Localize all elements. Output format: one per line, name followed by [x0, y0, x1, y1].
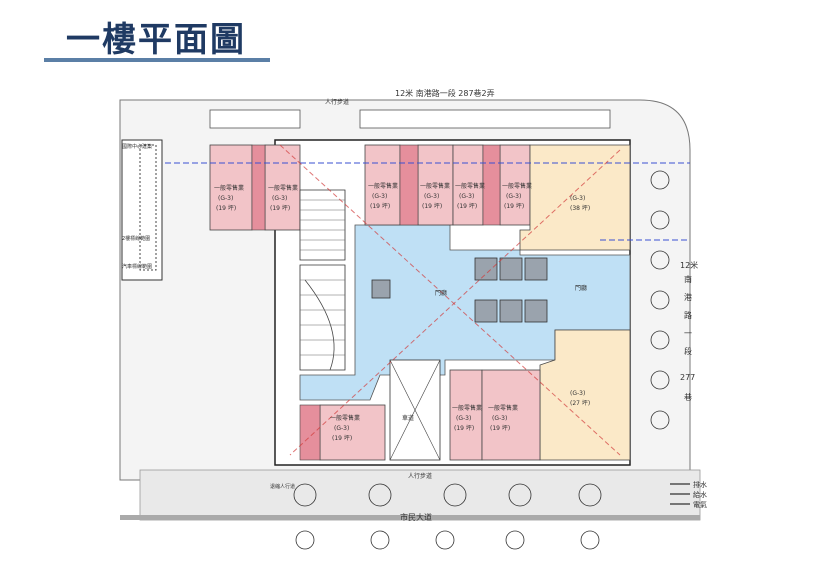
svg-text:(G-3): (G-3)	[570, 195, 585, 202]
svg-text:(G-3): (G-3)	[334, 425, 349, 432]
svg-text:南: 南	[684, 274, 692, 284]
svg-text:一般零售業: 一般零售業	[214, 184, 244, 192]
svg-text:巷: 巷	[684, 393, 692, 402]
svg-text:一般零售業: 一般零售業	[268, 184, 298, 192]
annex-notes: 國際中心建築 2樓標線範圍 汽車標線範圍 退縮人行道	[122, 143, 295, 490]
room-labels: 一般零售業 (G-3) (19 坪) 一般零售業 (G-3) (19 坪) 一般…	[214, 98, 590, 480]
svg-text:(19 坪): (19 坪)	[270, 204, 290, 212]
svg-text:一般零售業: 一般零售業	[488, 404, 518, 412]
svg-text:(19 坪): (19 坪)	[457, 202, 477, 210]
svg-text:電氣: 電氣	[693, 500, 707, 509]
svg-text:2樓標線範圍: 2樓標線範圍	[122, 235, 150, 242]
street-right-label: 12米 南 港 路 一 段 277 巷	[680, 260, 698, 402]
svg-text:一般零售業: 一般零售業	[502, 182, 532, 190]
svg-text:(G-3): (G-3)	[506, 193, 521, 200]
svg-text:一般零售業: 一般零售業	[330, 414, 360, 422]
svg-text:門廳: 門廳	[575, 284, 587, 292]
svg-text:給水: 給水	[693, 490, 707, 499]
svg-text:(G-3): (G-3)	[492, 415, 507, 422]
svg-text:(19 坪): (19 坪)	[454, 424, 474, 432]
right-tree-column	[650, 170, 670, 430]
shop-row-top	[209, 144, 531, 231]
title-underline	[44, 58, 270, 62]
ramp-area	[389, 359, 441, 461]
svg-text:(G-3): (G-3)	[456, 415, 471, 422]
street-bottom-label: 市民大道	[400, 512, 432, 522]
elevator-core	[371, 257, 548, 323]
left-annex	[121, 139, 163, 281]
svg-text:一般零售業: 一般零售業	[452, 404, 482, 412]
svg-text:門廳: 門廳	[435, 289, 447, 297]
svg-text:一般零售業: 一般零售業	[368, 182, 398, 190]
svg-text:(G-3): (G-3)	[424, 193, 439, 200]
svg-text:(G-3): (G-3)	[459, 193, 474, 200]
utility-legend: 排水 給水 電氣	[670, 480, 707, 509]
street-top-label: 12米 南港路一段 287巷2弄	[395, 88, 495, 98]
svg-text:(G-3): (G-3)	[570, 390, 585, 397]
svg-text:(G-3): (G-3)	[272, 195, 287, 202]
top-planter-strip	[209, 109, 611, 129]
svg-text:國際中心建築: 國際中心建築	[122, 143, 152, 150]
bottom-trees	[293, 483, 602, 550]
svg-text:277: 277	[680, 373, 695, 382]
svg-text:路: 路	[684, 310, 692, 320]
svg-text:(G-3): (G-3)	[372, 193, 387, 200]
svg-text:(19 坪): (19 坪)	[490, 424, 510, 432]
svg-text:12米: 12米	[680, 260, 698, 270]
stair	[299, 189, 346, 371]
svg-text:(19 坪): (19 坪)	[422, 202, 442, 210]
shop-large	[519, 144, 631, 461]
svg-text:港: 港	[684, 292, 692, 302]
shop-row-bottom	[299, 369, 541, 461]
page-title: 一樓平面圖	[66, 20, 246, 60]
svg-text:(19 坪): (19 坪)	[370, 202, 390, 210]
svg-text:段: 段	[684, 346, 692, 356]
svg-text:(27 坪): (27 坪)	[570, 399, 590, 407]
svg-text:人行步道: 人行步道	[325, 98, 349, 106]
svg-text:一般零售業: 一般零售業	[420, 182, 450, 190]
svg-text:車道: 車道	[402, 414, 414, 422]
dashed-guides	[165, 144, 690, 456]
svg-text:(19 坪): (19 坪)	[504, 202, 524, 210]
svg-text:(38 坪): (38 坪)	[570, 204, 590, 212]
svg-text:(19 坪): (19 坪)	[216, 204, 236, 212]
svg-text:一般零售業: 一般零售業	[455, 182, 485, 190]
svg-text:排水: 排水	[693, 480, 707, 489]
svg-text:人行步道: 人行步道	[408, 472, 432, 480]
svg-text:汽車標線範圍: 汽車標線範圍	[122, 263, 152, 270]
svg-text:一: 一	[684, 329, 692, 338]
svg-text:(19 坪): (19 坪)	[332, 434, 352, 442]
svg-text:(G-3): (G-3)	[218, 195, 233, 202]
svg-text:退縮人行道: 退縮人行道	[270, 483, 295, 490]
